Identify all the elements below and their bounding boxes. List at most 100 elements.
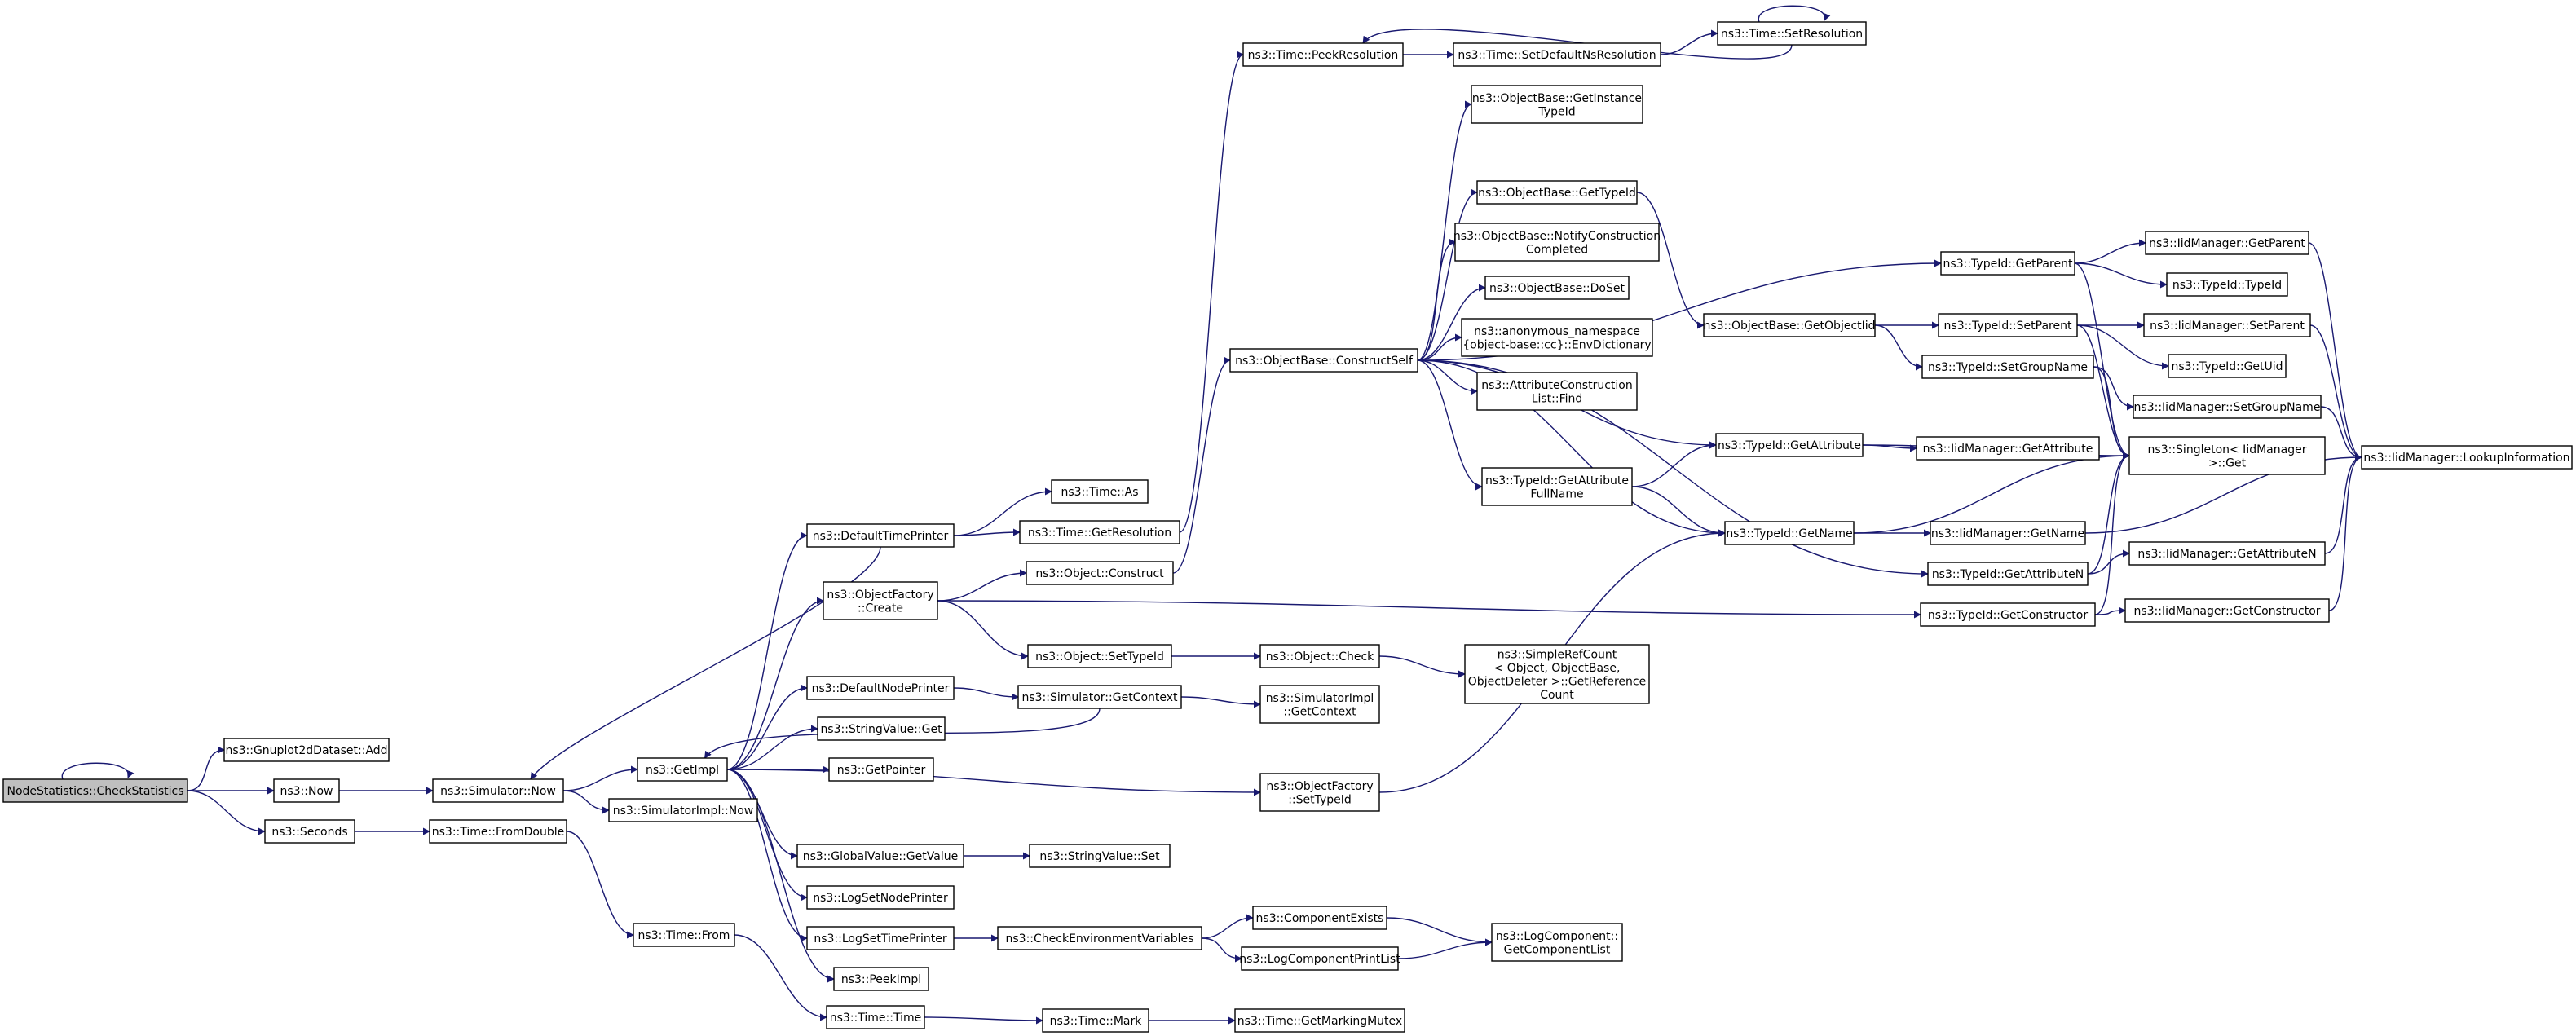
node-label: ns3::AttributeConstruction bbox=[1481, 379, 1632, 392]
edge-getimpl-to-default_time_printer bbox=[726, 531, 808, 770]
node-root[interactable]: NodeStatistics::CheckStatistics bbox=[2, 778, 188, 803]
node-sim_getcontext[interactable]: ns3::Simulator::GetContext bbox=[1017, 685, 1182, 709]
node-object_settypeid[interactable]: ns3::Object::SetTypeId bbox=[1027, 644, 1172, 668]
node-time_getresolution[interactable]: ns3::Time::GetResolution bbox=[1019, 520, 1180, 544]
node-objfactory_create[interactable]: ns3::ObjectFactory::Create bbox=[823, 581, 938, 620]
node-iidmanager_getattributen[interactable]: ns3::IidManager::GetAttributeN bbox=[2128, 541, 2326, 566]
node-simimpl_now[interactable]: ns3::SimulatorImpl::Now bbox=[608, 798, 758, 822]
node-iidmanager_lookupinformation[interactable]: ns3::IidManager::LookupInformation bbox=[2361, 445, 2573, 470]
node-label: ns3::PeekImpl bbox=[841, 973, 921, 986]
node-typeid_getconstructor[interactable]: ns3::TypeId::GetConstructor bbox=[1920, 602, 2096, 627]
node-now[interactable]: ns3::Now bbox=[273, 778, 340, 803]
node-default_time_printer[interactable]: ns3::DefaultTimePrinter bbox=[806, 523, 955, 548]
node-simplerefcount[interactable]: ns3::SimpleRefCount< Object, ObjectBase,… bbox=[1464, 644, 1650, 704]
edge-sim_getcontext-to-simimpl_getcontext bbox=[1180, 696, 1261, 708]
node-label: NodeStatistics::CheckStatistics bbox=[7, 785, 183, 798]
edge-typeid_getattributefullname-to-typeid_getattribute bbox=[1631, 441, 1717, 487]
edge-object_construct-to-objectbase_constructself bbox=[1172, 356, 1231, 574]
node-label: ns3::ComponentExists bbox=[1256, 912, 1384, 925]
node-seconds[interactable]: ns3::Seconds bbox=[264, 819, 355, 844]
node-box bbox=[1940, 251, 2075, 276]
node-default_node_printer[interactable]: ns3::DefaultNodePrinter bbox=[806, 676, 955, 700]
node-object_check[interactable]: ns3::Object::Check bbox=[1259, 644, 1380, 668]
node-time_fromdouble[interactable]: ns3::Time::FromDouble bbox=[429, 819, 567, 844]
node-time_setdefaultnsresolution[interactable]: ns3::Time::SetDefaultNsResolution bbox=[1453, 42, 1661, 67]
node-objectbase_doset[interactable]: ns3::ObjectBase::DoSet bbox=[1484, 276, 1630, 300]
node-box bbox=[826, 1005, 925, 1029]
node-iidmanager_getparent[interactable]: ns3::IidManager::GetParent bbox=[2145, 231, 2309, 255]
node-box bbox=[1017, 685, 1182, 709]
node-time_as[interactable]: ns3::Time::As bbox=[1051, 479, 1149, 504]
node-envdictionary[interactable]: ns3::anonymous_namespace{object-base::cc… bbox=[1461, 318, 1653, 357]
node-singleton_get[interactable]: ns3::Singleton< IidManager >::Get bbox=[2128, 436, 2326, 475]
node-label: ns3::Simulator::Now bbox=[440, 785, 556, 798]
node-box bbox=[1461, 318, 1653, 357]
edge-componentexists-to-logcomponent_getcomponentlist bbox=[1386, 917, 1493, 946]
node-iidmanager_getname[interactable]: ns3::IidManager::GetName bbox=[1930, 521, 2086, 545]
node-iidmanager_getattribute[interactable]: ns3::IidManager::GetAttribute bbox=[1916, 436, 2100, 461]
node-typeid_setparent[interactable]: ns3::TypeId::SetParent bbox=[1938, 313, 2078, 337]
node-simimpl_getcontext[interactable]: ns3::SimulatorImpl::GetContext bbox=[1259, 685, 1380, 724]
node-gnuplot_add[interactable]: ns3::Gnuplot2dDataset::Add bbox=[223, 738, 390, 762]
node-typeid_getuid[interactable]: ns3::TypeId::GetUid bbox=[2168, 354, 2287, 378]
node-time_setresolution[interactable]: ns3::Time::SetResolution bbox=[1717, 21, 1867, 46]
node-label: ns3::Time::Mark bbox=[1050, 1015, 1143, 1028]
node-label: {object-base::cc}::EnvDictionary bbox=[1462, 338, 1651, 351]
node-typeid_setgroupname[interactable]: ns3::TypeId::SetGroupName bbox=[1921, 355, 2094, 379]
node-label: ns3::GetPointer bbox=[837, 764, 926, 777]
node-sim_now[interactable]: ns3::Simulator::Now bbox=[432, 778, 564, 803]
node-typeid_getname[interactable]: ns3::TypeId::GetName bbox=[1724, 521, 1855, 545]
node-time_time[interactable]: ns3::Time::Time bbox=[826, 1005, 925, 1029]
node-typeid_getattributen[interactable]: ns3::TypeId::GetAttributeN bbox=[1927, 562, 2089, 586]
node-iidmanager_getconstructor[interactable]: ns3::IidManager::GetConstructor bbox=[2124, 598, 2330, 623]
node-getimpl[interactable]: ns3::GetImpl bbox=[637, 757, 728, 782]
node-typeid_getparent[interactable]: ns3::TypeId::GetParent bbox=[1940, 251, 2075, 276]
node-time_from[interactable]: ns3::Time::From bbox=[633, 923, 735, 947]
edge-typeid_getattributen-to-iidmanager_getattributen bbox=[2087, 549, 2130, 575]
node-box bbox=[429, 819, 567, 844]
node-logsetnodeprinter[interactable]: ns3::LogSetNodePrinter bbox=[806, 885, 955, 910]
edge-iidmanager_getparent-to-iidmanager_lookupinformation bbox=[2308, 242, 2362, 461]
node-typeid_getattribute[interactable]: ns3::TypeId::GetAttribute bbox=[1715, 433, 1864, 457]
node-label: ns3::ObjectBase::NotifyConstruction bbox=[1453, 230, 1661, 243]
node-label: ns3::Object::Construct bbox=[1035, 567, 1164, 580]
node-componentexists[interactable]: ns3::ComponentExists bbox=[1252, 906, 1387, 930]
node-time_peekresolution[interactable]: ns3::Time::PeekResolution bbox=[1242, 42, 1404, 67]
node-getpointer[interactable]: ns3::GetPointer bbox=[828, 757, 934, 782]
edge-objectbase_constructself-to-objectbase_doset bbox=[1417, 284, 1486, 361]
node-globalvalue_getvalue[interactable]: ns3::GlobalValue::GetValue bbox=[796, 844, 964, 868]
node-objectbase_notifyconstruction[interactable]: ns3::ObjectBase::NotifyConstructionCompl… bbox=[1453, 223, 1661, 262]
node-time_getmarkingmutex[interactable]: ns3::Time::GetMarkingMutex bbox=[1234, 1008, 1405, 1033]
node-label: ns3::TypeId::GetName bbox=[1726, 527, 1852, 540]
node-iidmanager_setgroupname[interactable]: ns3::IidManager::SetGroupName bbox=[2133, 395, 2322, 419]
node-label: ns3::IidManager::GetConstructor bbox=[2133, 605, 2320, 618]
node-label: TypeId bbox=[1537, 105, 1575, 118]
node-label: ns3::TypeId::GetAttribute bbox=[1718, 439, 1861, 452]
node-peekimpl[interactable]: ns3::PeekImpl bbox=[833, 967, 929, 991]
node-box bbox=[1234, 1008, 1405, 1033]
node-typeid_typeid[interactable]: ns3::TypeId::TypeId bbox=[2166, 272, 2288, 297]
node-objectbase_constructself[interactable]: ns3::ObjectBase::ConstructSelf bbox=[1229, 348, 1418, 373]
node-stringvalue_set[interactable]: ns3::StringValue::Set bbox=[1029, 844, 1171, 868]
node-objectbase_gettypeid[interactable]: ns3::ObjectBase::GetTypeId bbox=[1476, 180, 1638, 205]
node-box bbox=[1042, 1008, 1149, 1033]
node-logcomponentprintlist[interactable]: ns3::LogComponentPrintList bbox=[1239, 946, 1400, 971]
edge-sim_now-to-getimpl bbox=[562, 765, 638, 791]
node-logcomponent_getcomponentlist[interactable]: ns3::LogComponent::GetComponentList bbox=[1491, 923, 1623, 962]
node-objfactory_settypeid[interactable]: ns3::ObjectFactory::SetTypeId bbox=[1259, 773, 1380, 812]
node-box bbox=[1724, 521, 1855, 545]
edge-iidmanager_getattributen-to-iidmanager_lookupinformation bbox=[2324, 453, 2362, 554]
edge-objfactory_create-to-object_construct bbox=[937, 569, 1027, 602]
node-check_env_vars[interactable]: ns3::CheckEnvironmentVariables bbox=[997, 926, 1202, 950]
edge-time_setdefaultnsresolution-to-time_setresolution bbox=[1660, 29, 1718, 55]
node-object_construct[interactable]: ns3::Object::Construct bbox=[1026, 561, 1174, 585]
node-time_mark[interactable]: ns3::Time::Mark bbox=[1042, 1008, 1149, 1033]
node-logsettimeprinter[interactable]: ns3::LogSetTimePrinter bbox=[806, 926, 955, 950]
node-box bbox=[2145, 231, 2309, 255]
node-stringvalue_get[interactable]: ns3::StringValue::Get bbox=[817, 716, 946, 741]
node-iidmanager_setparent[interactable]: ns3::IidManager::SetParent bbox=[2143, 313, 2311, 337]
node-objectbase_getobjectiid[interactable]: ns3::ObjectBase::GetObjectIid bbox=[1703, 313, 1876, 337]
